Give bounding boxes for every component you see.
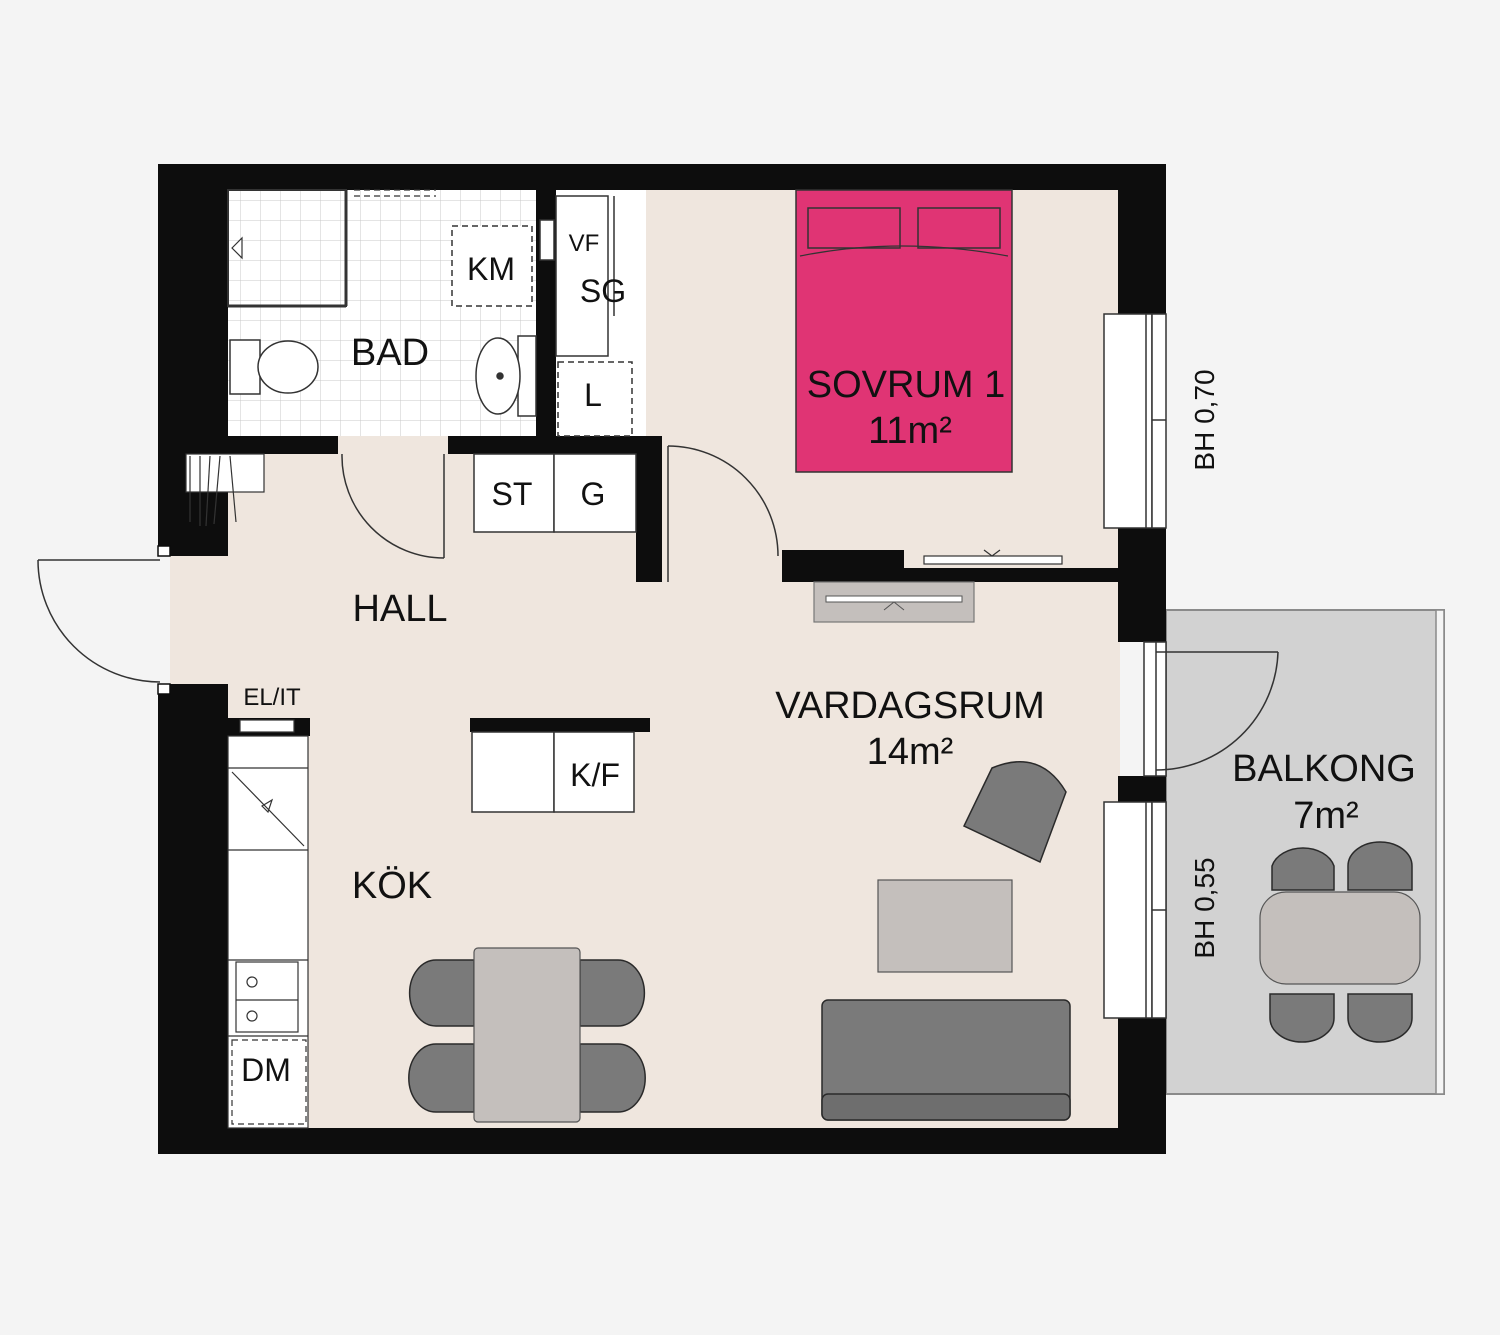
balcony-chairs	[1269, 841, 1413, 1043]
fixture-label-km: KM	[467, 251, 515, 287]
fixture-label-kf: K/F	[570, 757, 620, 793]
walls	[158, 164, 1166, 1154]
room-area-vardagsrum: 14m²	[867, 731, 954, 773]
balcony-rail	[1435, 609, 1445, 1095]
bedroom-shelf	[923, 549, 1063, 565]
double-bed	[795, 189, 1013, 473]
fixture-label-sg: SG	[580, 273, 626, 309]
room-label-vardagsrum: VARDAGSRUM	[775, 685, 1045, 727]
dishwasher	[231, 1039, 307, 1125]
balcony-table	[1259, 891, 1421, 985]
dining-table	[473, 947, 581, 1123]
window-height-bedroom: BH 0,70	[1189, 369, 1220, 470]
fixture-label-elit: EL/IT	[243, 684, 301, 711]
coat-rack	[185, 453, 265, 527]
el-it-cabinet	[239, 719, 295, 733]
stove	[235, 961, 299, 1033]
washing-machine	[451, 225, 533, 307]
hall-closets	[473, 453, 637, 533]
fridge-freezer	[471, 731, 635, 813]
room-area-balkong: 7m²	[1293, 795, 1358, 837]
dining-chairs	[408, 959, 646, 1113]
shower-rail	[354, 189, 436, 197]
water-meter	[539, 219, 555, 261]
toilet	[229, 339, 319, 395]
sofa	[821, 999, 1071, 1121]
room-area-sovrum: 11m²	[868, 410, 952, 452]
balcony-door-frame	[1143, 641, 1167, 777]
washbasin	[475, 335, 537, 417]
armchair	[962, 761, 1067, 864]
room-label-bad: BAD	[351, 332, 429, 374]
shower	[227, 189, 348, 308]
coffee-table	[877, 879, 1013, 973]
room-label-sovrum: SOVRUM 1	[807, 364, 1005, 406]
fixture-label-g: G	[581, 476, 606, 512]
door-jambs	[157, 545, 171, 695]
window-height-living: BH 0,55	[1189, 857, 1220, 958]
wardrobe-column	[556, 190, 646, 436]
fixture-label-dm: DM	[241, 1052, 291, 1088]
room-label-hall: HALL	[352, 588, 447, 630]
fixture-label-vf: VF	[569, 230, 600, 257]
tv-bench	[813, 581, 975, 623]
room-label-balkong: BALKONG	[1232, 748, 1416, 790]
bedroom-window	[1103, 313, 1167, 529]
door-swings	[37, 445, 1279, 771]
living-window	[1103, 801, 1167, 1019]
wardrobes-bedroom	[555, 195, 633, 437]
fixture-label-st: ST	[492, 476, 533, 512]
fixture-label-l: L	[584, 377, 602, 413]
room-label-kok: KÖK	[352, 865, 432, 907]
